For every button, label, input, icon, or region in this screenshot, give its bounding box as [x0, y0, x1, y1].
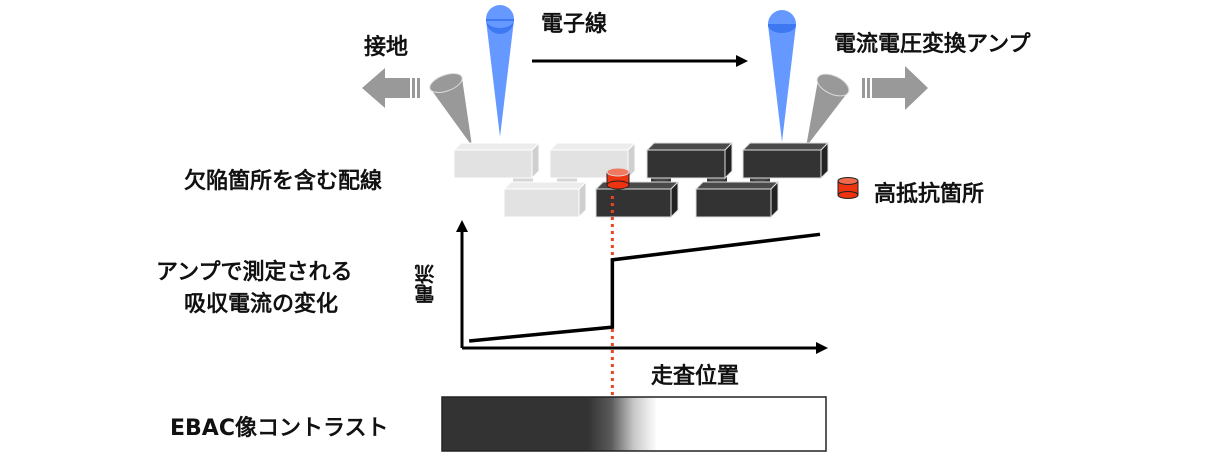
electron-beam-right-icon	[768, 10, 796, 142]
x-axis-label: 走査位置	[651, 364, 740, 389]
amplifier-probe-icon	[806, 73, 850, 147]
high-resistance-label: 高抵抗箇所	[874, 182, 985, 207]
wire-segment-lower	[594, 180, 680, 219]
wire-segment-upper	[452, 141, 541, 180]
wire-segment-lower	[694, 180, 780, 219]
x-axis-arrowhead	[816, 342, 828, 354]
ground-label: 接地	[364, 35, 409, 60]
wiring-structure	[452, 141, 830, 219]
current-chart	[456, 196, 828, 398]
ebac-contrast-bar	[441, 396, 827, 452]
ebac-contrast-label: EBAC像コントラスト	[170, 416, 389, 441]
wire-segment-upper	[741, 141, 830, 180]
wire-segment-upper	[548, 141, 637, 180]
wire-segment-lower	[502, 180, 588, 219]
amplifier-arrow-icon	[862, 66, 928, 110]
y-axis-arrowhead	[456, 220, 468, 232]
high-resistance-defect-icon	[606, 167, 630, 190]
electron-beam-label: 電子線	[541, 12, 608, 37]
ground-arrow-icon	[362, 68, 420, 108]
current-series-line	[468, 232, 821, 343]
ground-probe-icon	[429, 72, 472, 146]
scan-direction-arrow	[532, 55, 748, 67]
amplifier-label: 電流電圧変換アンプ	[834, 32, 1031, 57]
wire-segment-upper	[645, 141, 734, 180]
electron-beam-left-icon	[486, 5, 514, 137]
y-axis-label: 電流	[414, 264, 438, 304]
chart-title-line2: 吸収電流の変化	[184, 292, 339, 317]
high-resistance-legend-icon	[837, 177, 859, 199]
wiring-label: 欠陥箇所を含む配線	[184, 169, 383, 194]
chart-title-line1: アンプで測定される	[156, 260, 353, 285]
